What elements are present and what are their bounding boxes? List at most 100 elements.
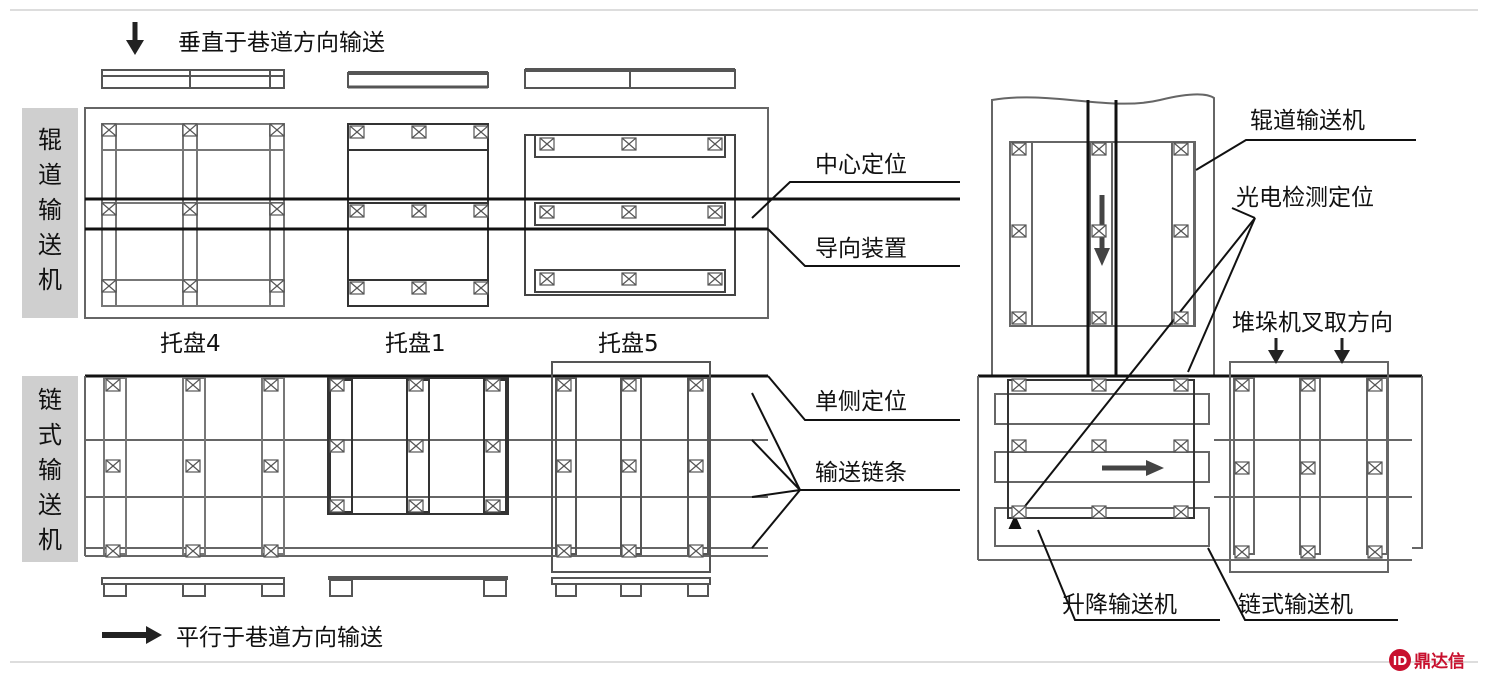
pallet-block-mark [485, 439, 501, 453]
pallet-block-mark [329, 499, 345, 513]
pallet-block-mark [182, 279, 198, 293]
svg-text:式: 式 [38, 421, 62, 449]
pallet-block-mark [269, 279, 285, 293]
pallet-block-mark [105, 459, 121, 473]
pallet-block-mark [411, 125, 427, 139]
callout-leaders-bottom [751, 375, 960, 549]
roller-side-label-bg [22, 108, 78, 318]
pallet-block-mark [1091, 311, 1107, 325]
pallet-block-mark [185, 378, 201, 392]
pallet-block-mark [269, 123, 285, 137]
pallet-block-mark [621, 378, 637, 392]
pallet-block-mark [1234, 545, 1250, 559]
pallet-block-mark [539, 137, 555, 151]
pallet-block-mark [1011, 311, 1027, 325]
pallet-block-mark [101, 279, 117, 293]
pallet-block-mark [485, 378, 501, 392]
pallet-block-mark [707, 272, 723, 286]
pallet-block-mark [1300, 378, 1316, 392]
callout-guide-device: 导向装置 [815, 236, 907, 262]
pallet-block-mark [182, 123, 198, 137]
pallet-block-mark [1173, 505, 1189, 519]
right-chain-section [977, 361, 1423, 573]
pallet-block-mark [473, 281, 489, 295]
callout-center-positioning: 中心定位 [815, 152, 907, 178]
svg-text:ID: ID [1393, 654, 1407, 668]
pallet-block-mark [1011, 224, 1027, 238]
roller-side-label: 辊 道 输 送 机 [38, 126, 62, 294]
pallet-block-mark [1300, 461, 1316, 475]
pallet-block-mark [101, 123, 117, 137]
down-arrow-icon [126, 22, 144, 55]
pallet-block-mark [1091, 439, 1107, 453]
pallet-block-mark [621, 272, 637, 286]
label-roller-conveyor: 辊道输送机 [1250, 108, 1365, 134]
chain-conveyor-frame [84, 374, 768, 557]
pallet-5-roller [524, 134, 736, 296]
pallet-block-mark [1234, 461, 1250, 475]
label-photo-positioning: 光电检测定位 [1236, 185, 1374, 211]
right-roller-conveyor [991, 93, 1215, 377]
pallet-block-mark [185, 459, 201, 473]
pallet-block-mark [411, 281, 427, 295]
pallet-block-mark [263, 459, 279, 473]
pallet-block-mark [1011, 142, 1027, 156]
pallet-block-mark [408, 499, 424, 513]
pallet-block-mark [621, 459, 637, 473]
pallet-side-views-bottom [101, 576, 711, 597]
pallet-block-mark [621, 544, 637, 558]
pallet-block-mark [263, 378, 279, 392]
pallet-block-mark [688, 544, 704, 558]
pallet-side-views-top [101, 68, 736, 89]
svg-text:送: 送 [38, 491, 62, 519]
brand-logo: ID 鼎达信 [1389, 649, 1465, 672]
label-chain-conveyor: 链式输送机 [1238, 592, 1353, 618]
pallet-block-mark [349, 125, 365, 139]
pallet-block-mark [556, 459, 572, 473]
pallet-block-mark [473, 125, 489, 139]
pallet-block-mark [1300, 545, 1316, 559]
pallet-block-mark [1011, 439, 1027, 453]
right-arrow-icon [102, 626, 162, 644]
pallet-block-mark [621, 137, 637, 151]
svg-text:送: 送 [38, 231, 62, 259]
pallet-block-mark [329, 439, 345, 453]
pallet-block-mark [485, 499, 501, 513]
right-callout-leaders [1037, 139, 1416, 621]
pallet-block-mark [539, 205, 555, 219]
pallet-block-mark [473, 204, 489, 218]
callout-single-side-positioning: 单侧定位 [815, 389, 907, 415]
pallet-block-mark [329, 378, 345, 392]
pallet-block-mark [185, 544, 201, 558]
pallet-block-mark [105, 544, 121, 558]
svg-text:输: 输 [38, 456, 62, 484]
pallet-block-mark [408, 439, 424, 453]
pallet-block-mark [182, 202, 198, 216]
chain-side-label: 链 式 输 送 机 [38, 386, 62, 554]
pallet-block-mark [105, 378, 121, 392]
pallet-block-mark [1011, 505, 1027, 519]
pallet-block-mark [1173, 224, 1189, 238]
pallet-block-mark [411, 204, 427, 218]
pallet-block-mark [707, 137, 723, 151]
pallet-block-mark [1367, 545, 1383, 559]
label-fork-direction: 堆垛机叉取方向 [1232, 310, 1393, 336]
photo-sensor-leaders [1008, 207, 1256, 529]
svg-text:机: 机 [38, 266, 62, 294]
pallet-block-mark [621, 205, 637, 219]
callout-leaders-top [751, 181, 960, 267]
pallet-block-mark [1173, 439, 1189, 453]
roller-conveyor-frame [84, 107, 769, 319]
pallet-block-mark [556, 378, 572, 392]
top-note: 垂直于巷道方向输送 [178, 30, 385, 56]
svg-text:辊: 辊 [38, 126, 62, 154]
pallet-block-mark [688, 378, 704, 392]
svg-text:链: 链 [38, 386, 62, 414]
pallet-block-mark [263, 544, 279, 558]
pallet-block-mark [1367, 461, 1383, 475]
pallet-block-mark [1367, 378, 1383, 392]
right-flow-arrow-icon [1102, 460, 1164, 476]
pallet-block-mark [539, 272, 555, 286]
pallet-block-mark [556, 544, 572, 558]
